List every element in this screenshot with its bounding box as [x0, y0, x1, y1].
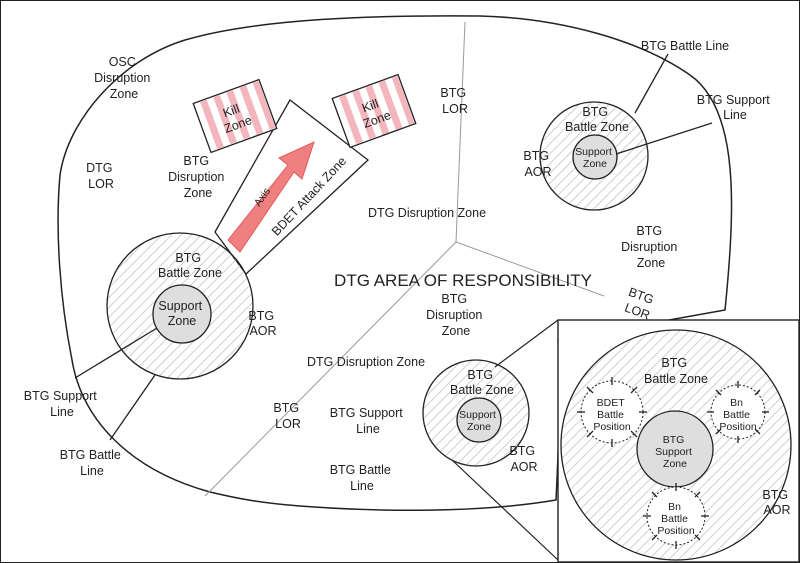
center-btg-disruption-zone-label: BTG Disruption Zone	[426, 292, 486, 338]
inset-battle-zone-label: BTG Battle Zone	[644, 356, 708, 386]
left-btg-aor-label: BTG AOR	[248, 309, 277, 338]
dtg-disruption-zone-bottom-label: DTG Disruption Zone	[307, 355, 425, 369]
inset-bn-position-right-label: Bn Battle Position	[719, 397, 757, 433]
inset-bn-position-bottom	[643, 483, 709, 549]
inset-support-zone	[636, 410, 714, 488]
left-btg-support-zone	[152, 284, 212, 344]
top-right-btg-support-line	[615, 122, 713, 155]
top-right-btg-battle-line-label: BTG Battle Line	[641, 39, 729, 53]
bottom-btg-battle-line-label: BTG Battle Line	[330, 463, 395, 493]
left-btg-support-zone-label: Support Zone	[158, 299, 205, 328]
top-right-btg-support-zone-label: Support Zone	[575, 146, 615, 170]
kill-zone-2	[331, 73, 417, 149]
bottom-btg-support-zone	[456, 397, 502, 443]
top-lor-label: BTG LOR	[440, 86, 469, 116]
top-right-btg-support-zone	[572, 134, 618, 180]
left-btg-disruption-zone-label: BTG Disruption Zone	[168, 154, 228, 200]
left-btg-battle-line	[109, 374, 156, 441]
bottom-btg-battle-zone-label: BTG Battle Zone	[450, 368, 514, 397]
inset-bn-position-bottom-label: Bn Battle Position	[657, 501, 695, 537]
left-btg-battle-line-label: BTG Battle Line	[60, 448, 125, 478]
dtg-lor-label: DTG LOR	[86, 161, 116, 191]
inset-aor-label: BTG AOR	[762, 488, 791, 517]
osc-disruption-zone-label: OSC Disruption Zone	[94, 55, 154, 101]
top-right-btg-disruption-zone-label: BTG Disruption Zone	[621, 224, 681, 270]
top-right-btg-battle-zone-label: BTG Battle Zone	[565, 105, 629, 134]
dtg-disruption-zone-top-label: DTG Disruption Zone	[368, 206, 486, 220]
inset-bdet-position	[577, 377, 647, 447]
left-btg-support-line	[74, 327, 158, 379]
left-btg-battle-zone-label: BTG Battle Zone	[158, 251, 222, 280]
osc-disruption-boundary	[57, 15, 733, 511]
top-right-btg-support-line-label: BTG Support Line	[697, 93, 773, 122]
bottom-lor-label: BTG LOR	[273, 401, 302, 431]
inset-connector-top	[494, 319, 559, 368]
bottom-btg-support-line-label: BTG Support Line	[330, 406, 406, 436]
inset-support-zone-label: BTG Support Zone	[655, 434, 695, 470]
axis-arrow	[227, 141, 315, 253]
bottom-btg-aor-label: BTG AOR	[509, 444, 538, 474]
left-btg-support-line-label: BTG Support Line	[24, 389, 100, 419]
inset-bdet-position-label: BDET Battle Position	[593, 397, 631, 433]
dtg-aor-title: DTG AREA OF RESPONSIBILITY	[334, 271, 592, 290]
top-right-btg-aor-label: BTG AOR	[523, 149, 552, 179]
kill-zone-1	[192, 78, 278, 154]
inset-connector-bottom	[451, 459, 559, 561]
top-right-btg-battle-line	[634, 53, 669, 114]
inset-bn-position-right	[707, 381, 769, 443]
bottom-btg-support-zone-label: Support Zone	[459, 409, 499, 433]
lor-lines	[204, 21, 605, 497]
